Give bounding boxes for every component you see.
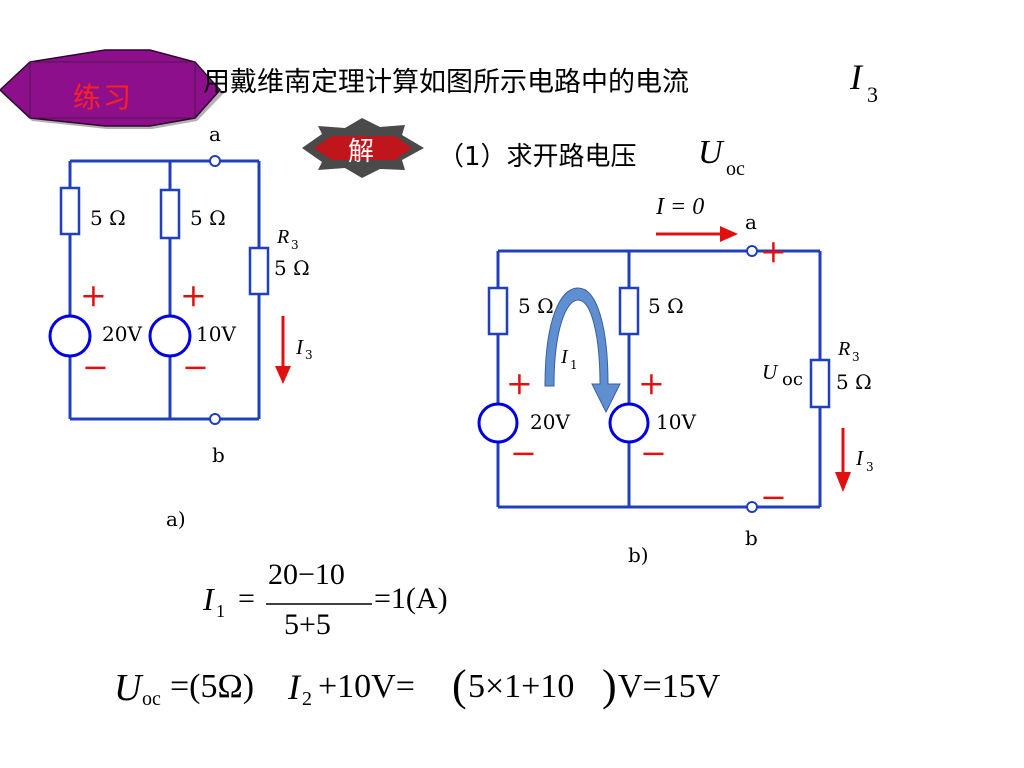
formula2-right-paren: ) [602,661,617,710]
circuit-b-minus-1: − [510,434,537,472]
circuit-a-res2-label: 5 Ω [190,206,226,230]
formula2-lhs: U [114,667,142,709]
circuit-b-current-top: I = 0 [656,194,705,220]
circuit-b-r3-symbol: R [838,338,851,360]
formula2-lhs-sub: oc [142,688,161,710]
circuit-b-r3-sub: 3 [852,350,860,364]
circuit-a-r3-sub: 3 [291,238,299,252]
title-current-symbol: I [850,57,862,97]
circuit-b-res2-label: 5 Ω [648,294,684,318]
circuit-a-current-symbol: I [296,335,303,359]
circuit-b-plus-a: + [760,232,787,270]
circuit-a-caption: a) [166,507,186,531]
circuit-b-r3-value: 5 Ω [836,370,872,394]
formula2-paren-expr: 5×1+10 [468,668,575,705]
circuit-b-current-symbol: I [856,446,863,470]
circuit-a-r3-symbol: R [277,226,290,248]
circuit-a-src2-label: 10V [196,322,236,346]
title-current-sub: 3 [867,82,878,107]
formula1-denominator: 5+5 [284,608,331,641]
circuit-b-plus-2: + [638,364,665,402]
circuit-b-src1-label: 20V [530,410,570,434]
circuit-b-src2-label: 10V [656,410,696,434]
circuit-a-plus-2: + [180,276,207,314]
formula2-part2: +10V= [318,668,415,705]
step-voltage-symbol: U [698,134,723,171]
step-voltage-sub: oc [726,158,745,180]
circuit-b-caption: b) [628,543,649,567]
circuit-a-node-a: a [209,122,221,146]
circuit-a-minus-1: − [82,348,109,386]
circuit-a-src1-label: 20V [102,322,142,346]
circuit-a-node-b: b [212,443,225,467]
circuit-a-current-sub: 3 [305,348,313,362]
circuit-b-loop-symbol: I [561,346,568,368]
circuit-b-plus-1: + [506,364,533,402]
problem-title: 用戴维南定理计算如图所示电路中的电流 [203,67,689,98]
formula2-mid: I [288,667,300,707]
circuit-b-uoc-symbol: U [762,360,778,384]
circuit-b-current-sub: 3 [866,460,874,474]
formula2-part1: =(5Ω) [170,668,255,705]
solution-badge-label: 解 [348,137,375,167]
circuit-b-res1-label: 5 Ω [518,294,554,318]
formula2-mid-sub: 2 [302,688,312,710]
circuit-a-minus-2: − [182,348,209,386]
circuit-b-node-a: a [745,210,757,234]
circuit-b-uoc-sub: oc [782,369,803,390]
circuit-a-res1-label: 5 Ω [90,206,126,230]
formula2-part3: V=15V [618,668,721,705]
circuit-b-minus-b: − [760,478,787,516]
formula1-lhs-sub: 1 [216,601,225,621]
circuit-b-node-b: b [745,526,758,550]
circuit-a-r3-value: 5 Ω [274,256,310,280]
formula2-left-paren: ( [452,661,467,710]
formula1-eq: = [238,582,255,615]
circuit-b-loop-sub: 1 [570,358,578,372]
step-heading: （1）求开路电压 [438,142,637,172]
circuit-b-minus-2: − [640,434,667,472]
formula1-lhs: I [203,581,214,617]
exercise-badge-label: 练习 [73,81,134,114]
formula1-numerator: 20−10 [268,558,345,591]
circuit-a-plus-1: + [80,276,107,314]
formula1-result: =1(A) [374,582,448,615]
